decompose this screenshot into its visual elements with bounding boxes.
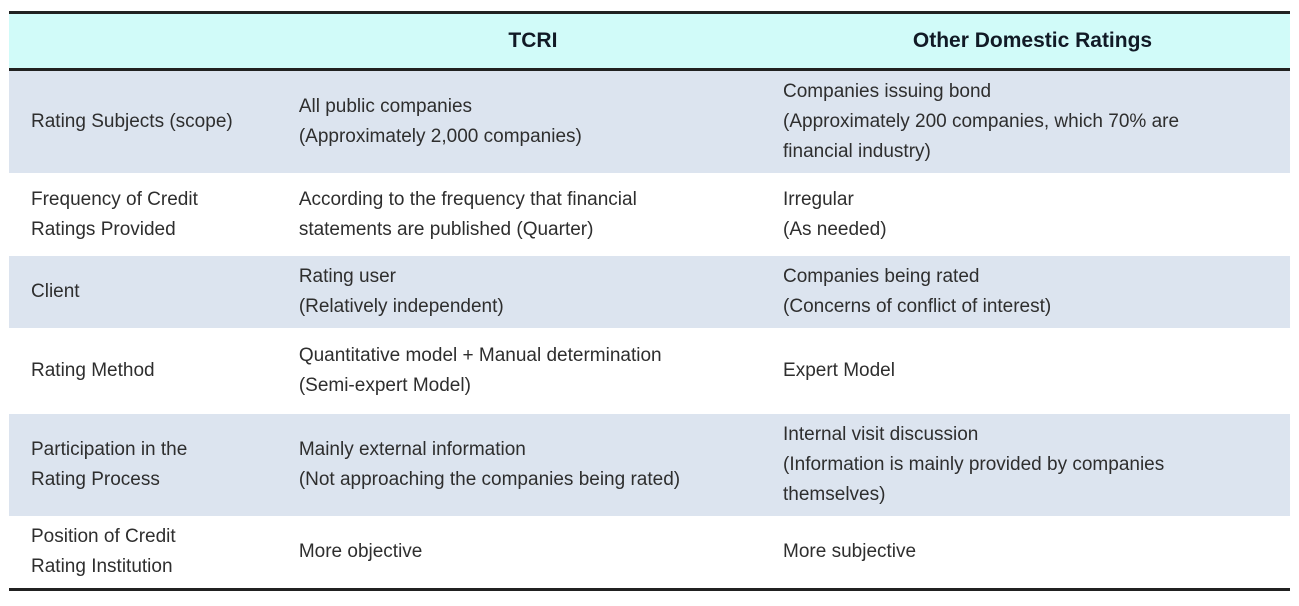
tcri-cell: According to the frequency that financia… (298, 188, 637, 240)
comparison-table-container: TCRI Other Domestic Ratings Rating Subje… (9, 11, 1290, 591)
other-cell: Companies being rated (Concerns of confl… (783, 266, 1052, 317)
other-cell: Companies issuing bond (Approximately 20… (783, 81, 1180, 162)
table-row-rating-method: Rating Method Quantitative model + Manua… (9, 328, 1290, 414)
tcri-cell: Quantitative model + Manual determinatio… (298, 345, 662, 396)
table-row-rating-subjects: Rating Subjects (scope) All public compa… (9, 69, 1290, 173)
col-header-empty (9, 13, 291, 70)
row-label: Rating Method (31, 360, 155, 381)
row-label: Frequency of Credit Ratings Provided (31, 188, 198, 240)
table-row-client: Client Rating user (Relatively independe… (9, 256, 1290, 328)
table-row-participation: Participation in the Rating Process Main… (9, 414, 1290, 516)
header-row: TCRI Other Domestic Ratings (9, 12, 1290, 70)
other-cell: Internal visit discussion (Information i… (783, 424, 1165, 505)
comparison-table: TCRI Other Domestic Ratings Rating Subje… (9, 11, 1290, 591)
other-cell: Irregular (As needed) (783, 188, 887, 240)
col-header-other-domestic-ratings: Other Domestic Ratings (912, 29, 1153, 52)
tcri-cell: All public companies (Approximately 2,00… (298, 96, 582, 147)
tcri-cell: More objective (298, 541, 423, 562)
row-label: Rating Subjects (scope) (31, 111, 233, 132)
other-cell: More subjective (783, 541, 917, 562)
table-row-frequency: Frequency of Credit Ratings Provided Acc… (9, 173, 1290, 256)
tcri-cell: Mainly external information (Not approac… (298, 439, 681, 490)
row-label: Position of Credit Rating Institution (31, 526, 176, 577)
col-header-tcri: TCRI (508, 29, 558, 52)
other-cell: Expert Model (783, 360, 895, 381)
tcri-cell: Rating user (Relatively independent) (298, 266, 504, 317)
row-label: Participation in the Rating Process (31, 439, 188, 490)
row-label: Client (31, 281, 80, 302)
table-row-position: Position of Credit Rating Institution Mo… (9, 516, 1290, 590)
